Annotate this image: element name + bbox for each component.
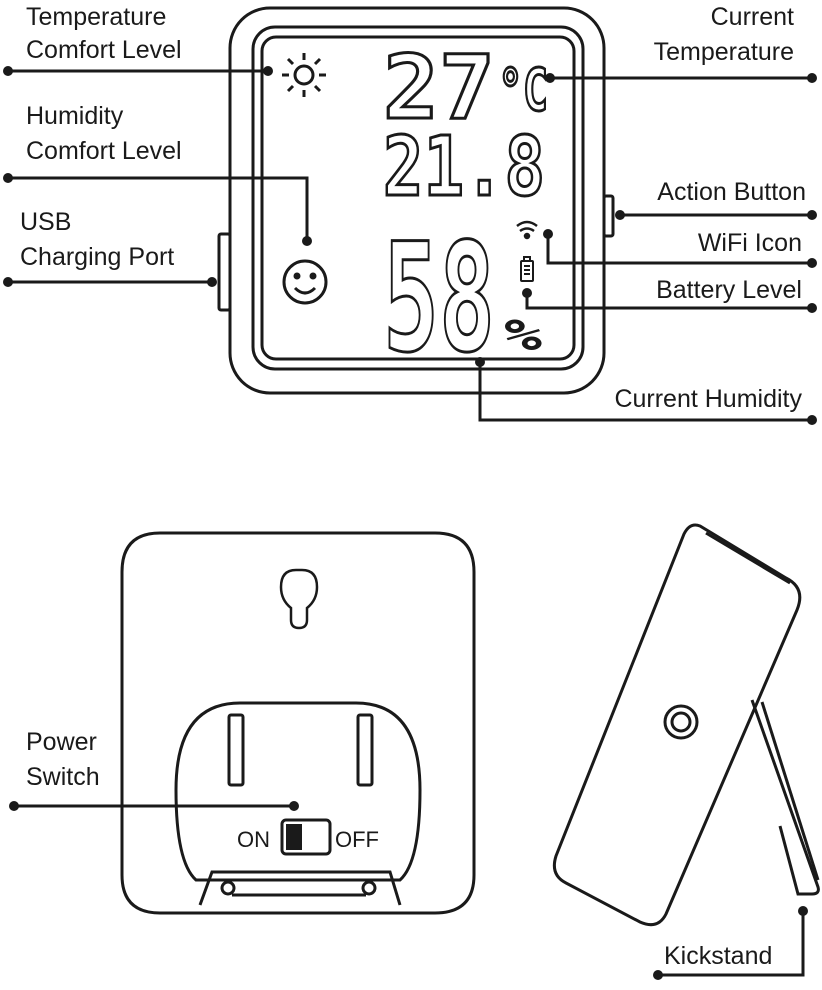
usb-port <box>217 232 232 312</box>
side-button <box>663 704 699 740</box>
kickstand <box>750 699 820 896</box>
humidity-value: 58 <box>383 212 495 386</box>
label-battery-level: Battery Level <box>656 276 802 304</box>
label-power-switch-line1: Power <box>26 728 97 756</box>
label-usb-line2: Charging Port <box>20 243 175 271</box>
temperature-unit: °C <box>498 56 548 124</box>
switch-off-label: OFF <box>335 827 379 852</box>
smiley-icon <box>282 259 328 305</box>
device-back <box>120 531 476 915</box>
label-kickstand: Kickstand <box>664 942 773 970</box>
action-button <box>602 194 615 238</box>
sun-icon <box>282 53 326 97</box>
leader-humidity-comfort <box>8 176 309 241</box>
label-humidity-comfort-line1: Humidity <box>26 102 124 130</box>
leader-wifi <box>546 234 812 265</box>
humidity-unit: % <box>504 310 543 361</box>
battery-door <box>174 701 422 882</box>
lcd-frame <box>260 35 576 361</box>
label-usb-line1: USB <box>20 208 72 236</box>
temperature-value: 27 <box>383 36 495 139</box>
label-temp-comfort-line1: Temperature <box>26 3 167 31</box>
label-humidity-comfort-line2: Comfort Level <box>26 137 182 165</box>
device-side <box>552 523 802 927</box>
temperature-second-value: 21.8 <box>383 120 545 215</box>
label-action-button: Action Button <box>657 178 806 206</box>
battery-icon <box>520 256 534 282</box>
label-current-humidity: Current Humidity <box>614 385 802 413</box>
device-front-inner <box>251 25 585 371</box>
label-current-temp-line1: Current <box>710 3 794 31</box>
label-temp-comfort-line2: Comfort Level <box>26 36 182 64</box>
label-power-switch-line2: Switch <box>26 763 100 791</box>
keyhole-icon <box>279 568 319 630</box>
power-switch <box>280 818 332 856</box>
wifi-icon <box>516 220 538 240</box>
leader-kickstand <box>658 911 805 977</box>
label-current-temp-line2: Temperature <box>653 38 794 66</box>
leader-humidity <box>478 362 812 422</box>
switch-on-label: ON <box>237 827 270 852</box>
label-wifi-icon: WiFi Icon <box>697 229 802 257</box>
